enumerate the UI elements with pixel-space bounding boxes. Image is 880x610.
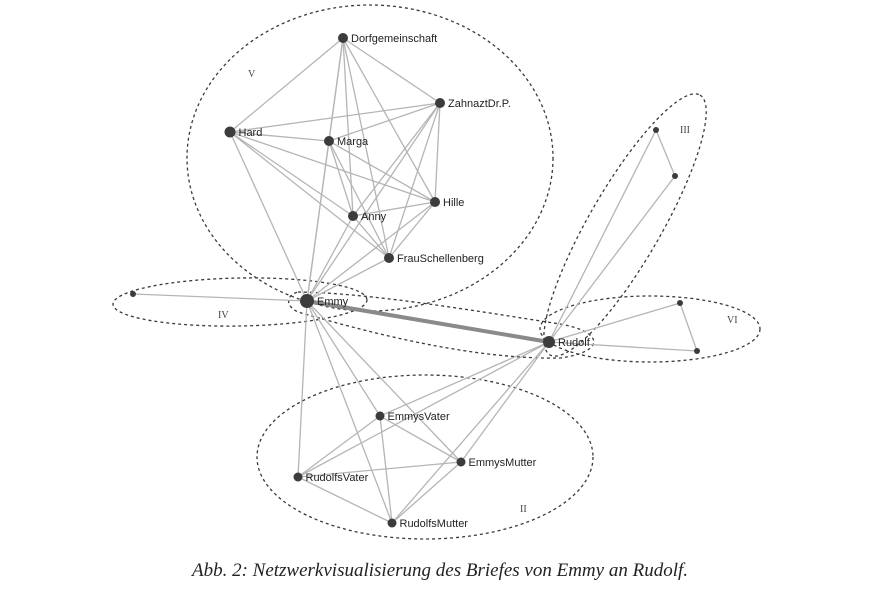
edge-emmy-em: [306, 300, 462, 463]
edge-marga-frau: [328, 140, 390, 259]
edge-rudolf-vi1: [548, 302, 681, 343]
edge-zahn-anny: [352, 102, 441, 217]
edge-emmy-rudolf-strong: [306, 299, 550, 344]
edge-marga-emmy: [306, 140, 330, 302]
edge-hard-emmy: [229, 131, 308, 302]
edge-emmy-ev: [306, 300, 381, 417]
node-label-marga: Marga: [337, 136, 369, 148]
node-label-ev: EmmysVater: [388, 411, 450, 423]
cluster-label-iv: IV: [218, 310, 229, 321]
edge-hard-anny: [229, 131, 354, 217]
edge-hille-anny: [352, 201, 436, 217]
node-label-rv: RudolfsVater: [306, 472, 369, 484]
node-label-em: EmmysMutter: [469, 457, 537, 469]
node-ev: [375, 411, 385, 421]
edge-emmy-rm: [306, 300, 393, 524]
node-iii1: [653, 127, 659, 133]
edge-zahn-marga: [328, 102, 441, 142]
edge-hille-frau: [388, 201, 436, 259]
edge-zahn-emmy: [306, 102, 441, 302]
cluster-iii-outline: [543, 93, 707, 357]
cluster-iv-outline: [112, 277, 368, 327]
edge-rudolf-ev: [379, 341, 550, 417]
edge-rudolf-iii2: [548, 175, 676, 343]
edge-vi1-vi2: [679, 302, 698, 352]
node-label-hard: Hard: [239, 127, 263, 139]
edge-rv-rm: [297, 476, 393, 524]
node-iii2: [672, 173, 678, 179]
edge-marga-anny: [328, 140, 354, 217]
cluster-label-iii: III: [680, 125, 690, 136]
node-emmy: [300, 294, 314, 308]
node-iv1: [130, 291, 136, 297]
edge-anny-emmy: [306, 215, 354, 302]
edge-rudolf-em: [460, 341, 550, 463]
node-label-zahn: ZahnaztDr.P.: [448, 98, 511, 110]
edge-zahn-frau: [388, 102, 441, 259]
edge-rudolf-rm: [391, 341, 550, 524]
edge-rudolf-iii1: [548, 129, 657, 343]
edge-emmy-rv: [297, 300, 308, 478]
edge-marga-hille: [328, 140, 436, 203]
node-frau: [384, 253, 394, 263]
node-rudolf: [543, 336, 555, 348]
edge-rudolf-rv: [297, 341, 550, 478]
cluster-vi-outline: [539, 295, 761, 363]
node-label-emmy: Emmy: [317, 296, 349, 308]
cluster-label-vi: VI: [727, 315, 738, 326]
node-label-dorf: Dorfgemeinschaft: [351, 33, 437, 45]
node-marga: [324, 136, 334, 146]
edge-frau-emmy: [306, 257, 390, 302]
edge-zahn-hard: [229, 102, 441, 133]
edge-rudolf-vi2: [548, 341, 698, 352]
node-dorf: [338, 33, 348, 43]
cluster-i-outline: [287, 291, 595, 359]
cluster-label-ii: II: [520, 504, 527, 515]
cluster-label-v: V: [248, 69, 256, 80]
node-hard: [224, 126, 236, 138]
edge-anny-frau: [352, 215, 390, 259]
node-vi2: [694, 348, 700, 354]
node-anny: [348, 211, 358, 221]
edge-emmy-iv1: [132, 293, 308, 302]
node-label-hille: Hille: [443, 197, 464, 209]
edge-dorf-frau: [342, 37, 390, 259]
edge-hard-hille: [229, 131, 436, 203]
node-em: [456, 457, 466, 467]
cluster-ii-outline: [256, 374, 594, 540]
edge-zahn-hille: [434, 102, 441, 203]
edge-iii1-iii2: [655, 129, 676, 177]
edge-ev-rv: [297, 415, 381, 478]
figure-caption: Abb. 2: Netzwerkvisualisierung des Brief…: [191, 560, 689, 581]
node-label-rudolf: Rudolf: [558, 337, 591, 349]
node-label-frau: FrauSchellenberg: [397, 253, 484, 265]
node-label-anny: Anny: [361, 211, 387, 223]
node-zahn: [435, 98, 445, 108]
edge-ev-em: [379, 415, 462, 463]
edge-hille-emmy: [306, 201, 436, 302]
node-rm: [387, 518, 397, 528]
edge-hard-marga: [229, 131, 330, 142]
node-rv: [293, 472, 303, 482]
edge-em-rm: [391, 461, 462, 524]
edge-em-rv: [297, 461, 462, 478]
edge-dorf-anny: [342, 37, 354, 217]
node-vi1: [677, 300, 683, 306]
edge-dorf-zahn: [342, 37, 441, 104]
edge-dorf-hard: [229, 37, 344, 133]
node-label-rm: RudolfsMutter: [400, 518, 469, 530]
node-hille: [430, 197, 440, 207]
edge-hard-frau: [229, 131, 390, 259]
edge-layer: [132, 37, 698, 524]
